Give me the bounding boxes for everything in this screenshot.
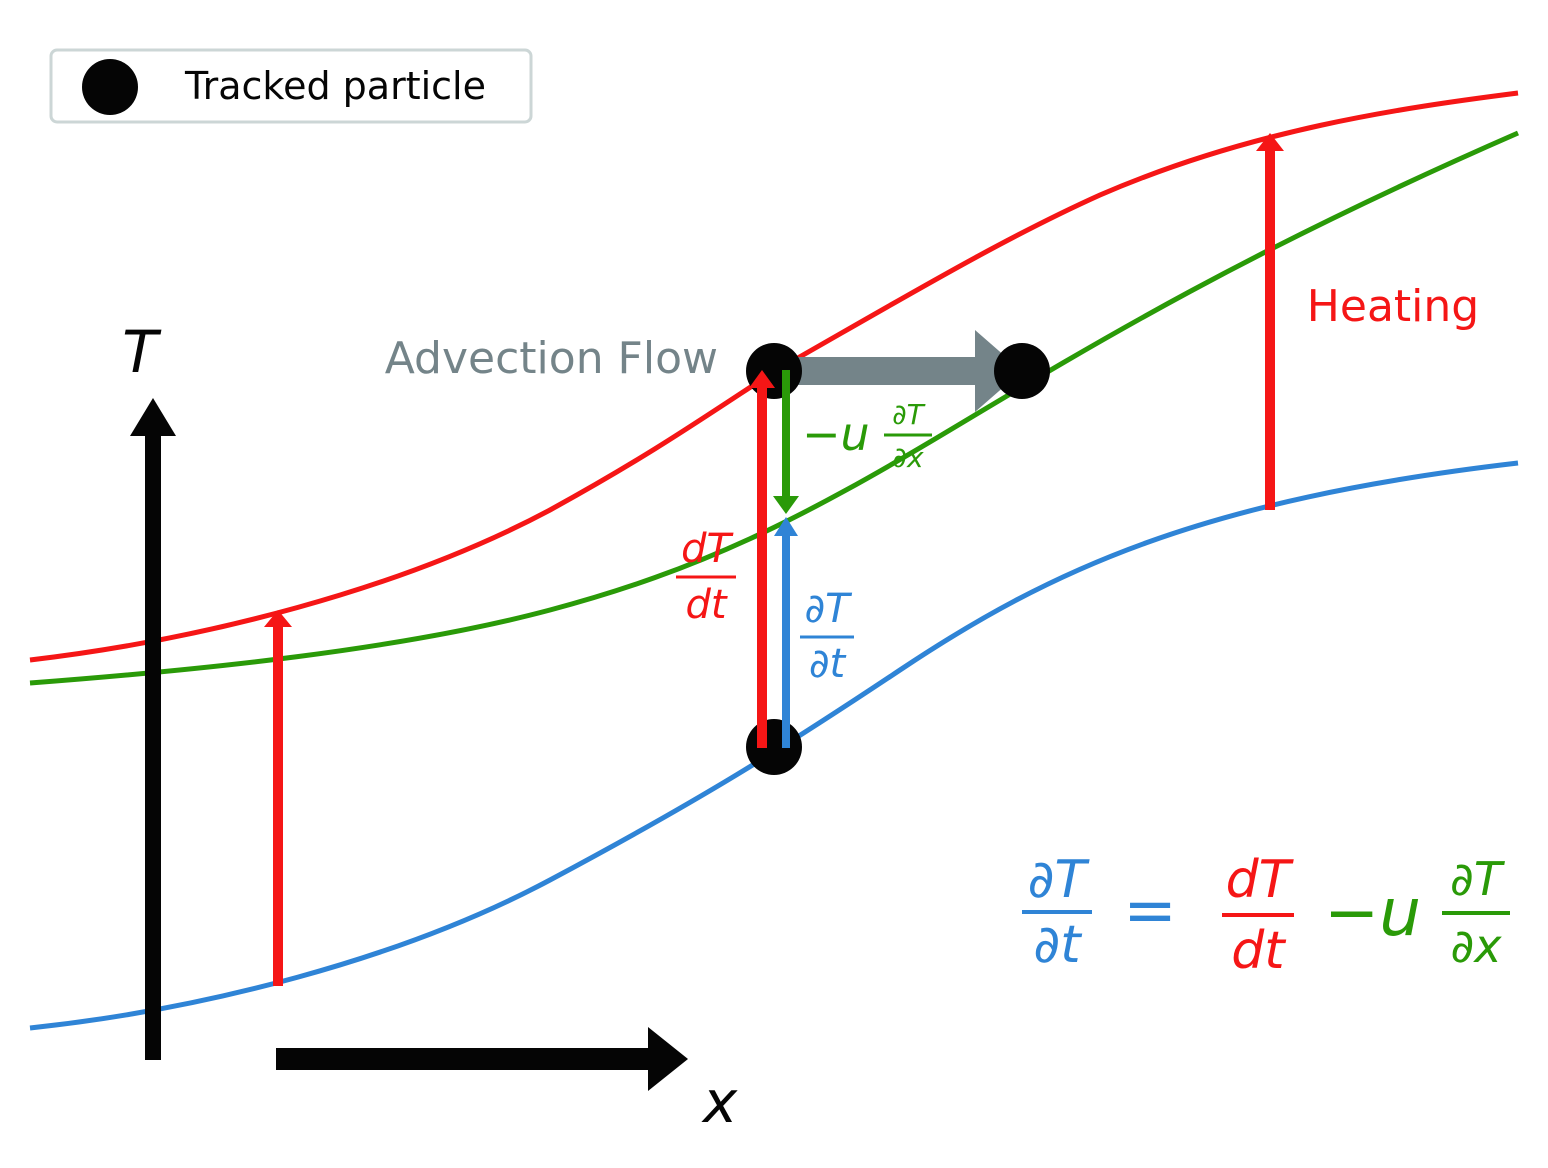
advection-term-arrow (773, 370, 799, 514)
equation-lhs-den: ∂t (1033, 915, 1082, 975)
equation-rhs1-num: dT (1226, 850, 1295, 910)
curve-blue (29, 460, 1519, 1031)
equation-rhs2-den: ∂x (1450, 919, 1502, 973)
equation-rhs1-den: dt (1231, 921, 1286, 981)
particle-advected (994, 343, 1050, 399)
local-derivative-arrow (774, 517, 798, 748)
curve-green (29, 130, 1520, 686)
svg-text:−u: −u (802, 407, 870, 461)
advection-term-label: −u ∂T ∂x (802, 398, 932, 474)
partialT-label: ∂T ∂t (800, 586, 854, 687)
svg-text:∂T: ∂T (892, 398, 925, 431)
x-axis-arrowhead (648, 1027, 688, 1091)
equation-lhs-num: ∂T (1028, 850, 1091, 910)
dTdt-label: dT dt (676, 526, 736, 628)
legend-marker (82, 59, 138, 115)
heating-arrow-left (264, 610, 292, 986)
advection-arrow (790, 330, 1022, 412)
svg-text:∂T: ∂T (804, 586, 853, 632)
heating-arrow-right (1256, 133, 1284, 510)
equation-rhs2-prefix: −u (1324, 874, 1421, 951)
y-axis-arrowhead (130, 398, 176, 436)
legend: Tracked particle (49, 48, 533, 124)
total-derivative-arrow (749, 370, 775, 748)
particle-start-top (746, 343, 802, 399)
svg-text:∂x: ∂x (892, 441, 923, 474)
axes: T x (122, 318, 738, 1136)
legend-label: Tracked particle (184, 64, 486, 108)
x-axis-label: x (701, 1068, 738, 1136)
svg-text:dT: dT (681, 526, 734, 572)
legend-box (49, 48, 533, 124)
equation: ∂T ∂t = dT dt −u ∂T ∂x (1022, 850, 1510, 981)
equation-rhs2-num: ∂T (1450, 852, 1506, 906)
svg-text:dt: dt (685, 582, 727, 628)
advection-flow-label: Advection Flow (385, 333, 718, 384)
y-axis-label: T (122, 318, 162, 386)
particle-bottom (746, 719, 802, 775)
svg-text:∂t: ∂t (809, 641, 847, 687)
heating-label: Heating (1307, 281, 1479, 332)
equation-equals: = (1123, 874, 1177, 948)
